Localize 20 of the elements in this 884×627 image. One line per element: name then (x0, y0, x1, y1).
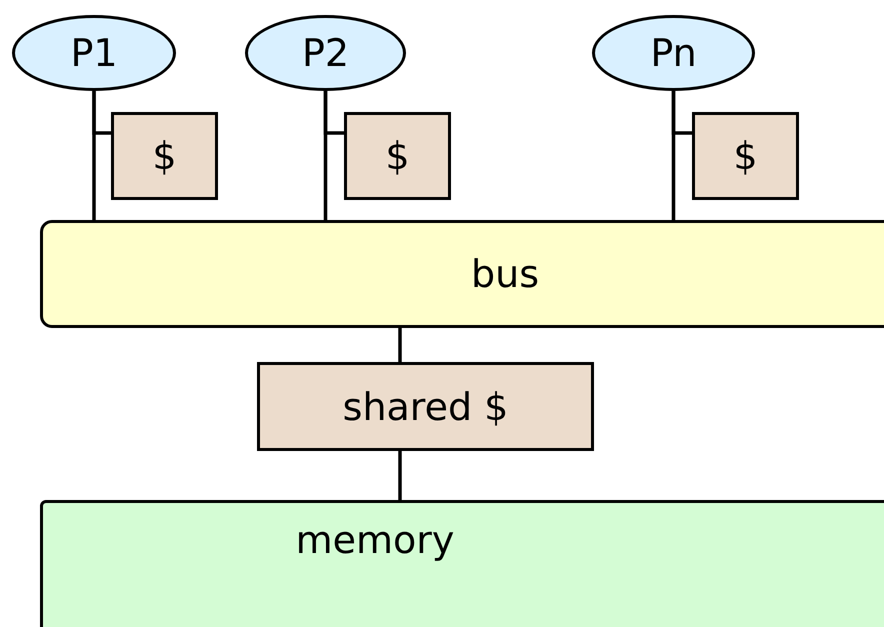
node-label: bus (470, 252, 539, 296)
cache-box (257, 362, 594, 451)
node-label: $ (385, 134, 410, 178)
connector-line (672, 91, 692, 135)
connector-line (398, 328, 402, 362)
node-label: P1 (70, 31, 118, 75)
connector-line (92, 91, 111, 135)
cache-box (692, 112, 799, 200)
node-label: $ (152, 134, 177, 178)
cache-box (344, 112, 451, 200)
node-label: $ (733, 134, 758, 178)
node-label: shared $ (342, 384, 508, 428)
cache-box (111, 112, 218, 200)
memory-block (40, 500, 884, 627)
bus-bar (40, 220, 884, 328)
node-label: memory (296, 518, 454, 562)
node-label: P2 (302, 31, 350, 75)
connector-line (398, 451, 402, 500)
node-label: Pn (650, 31, 697, 75)
connector-line (324, 91, 344, 135)
